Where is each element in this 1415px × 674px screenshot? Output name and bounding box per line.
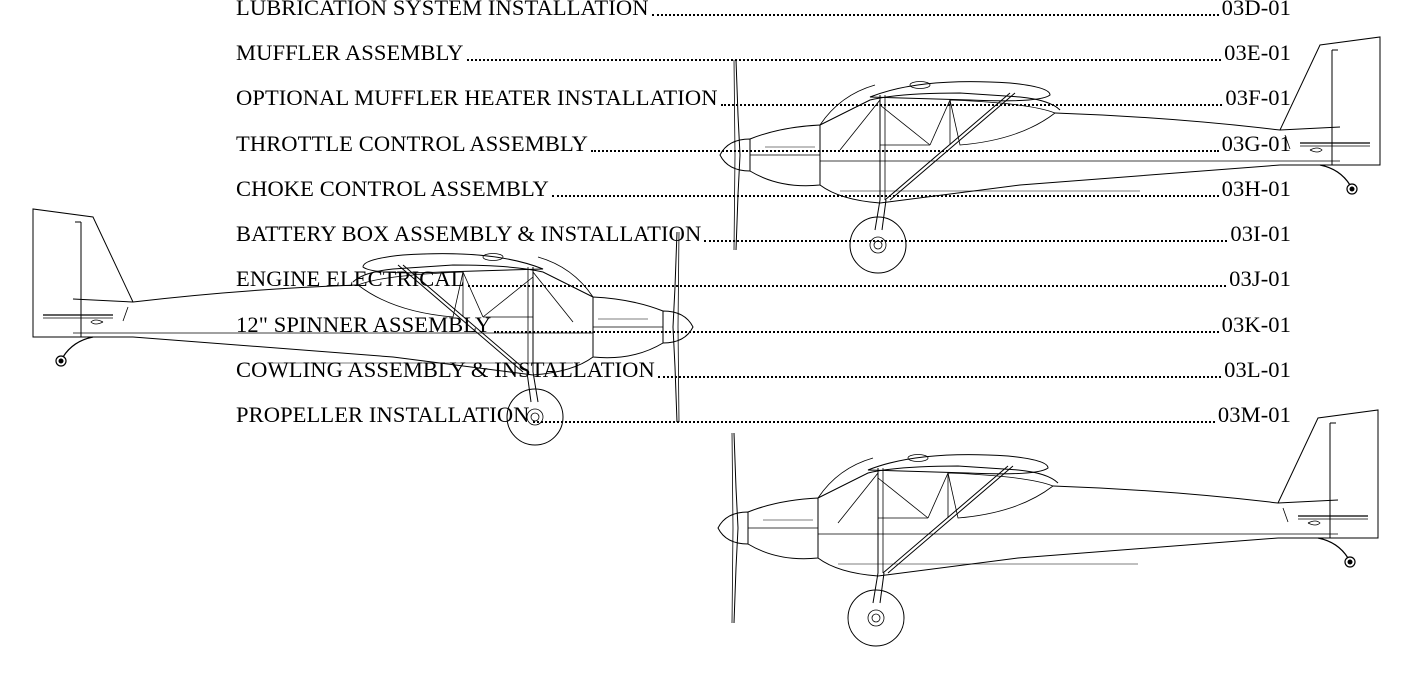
- toc-entry-page: 03D-01: [1221, 0, 1291, 20]
- toc-dot-leader: [494, 330, 1219, 333]
- toc-dot-leader: [532, 421, 1215, 424]
- toc-entry-page: 03M-01: [1217, 402, 1291, 428]
- table-of-contents: LUBRICATION SYSTEM INSTALLATION 03D-01 M…: [236, 0, 1291, 438]
- toc-entry[interactable]: ENGINE ELECTRICAL 03J-01: [236, 257, 1291, 302]
- toc-entry[interactable]: 12" SPINNER ASSEMBLY 03K-01: [236, 302, 1291, 347]
- toc-entry-page: 03E-01: [1224, 39, 1291, 65]
- toc-entry-title: OPTIONAL MUFFLER HEATER INSTALLATION: [236, 85, 718, 111]
- toc-entry-title: CHOKE CONTROL ASSEMBLY: [236, 175, 549, 201]
- toc-entry-title: 12" SPINNER ASSEMBLY: [236, 311, 492, 337]
- toc-dot-leader: [467, 285, 1227, 288]
- toc-entry-page: 03H-01: [1221, 175, 1291, 201]
- toc-dot-leader: [466, 58, 1222, 61]
- toc-entry-page: 03G-01: [1221, 130, 1291, 156]
- toc-dot-leader: [651, 13, 1219, 16]
- toc-entry[interactable]: COWLING ASSEMBLY & INSTALLATION 03L-01: [236, 347, 1291, 392]
- toc-entry-title: PROPELLER INSTALLATION: [236, 402, 530, 428]
- toc-entry-title: THROTTLE CONTROL ASSEMBLY: [236, 130, 588, 156]
- toc-entry-title: LUBRICATION SYSTEM INSTALLATION: [236, 0, 649, 20]
- toc-entry-title: ENGINE ELECTRICAL: [236, 266, 465, 292]
- toc-entry[interactable]: PROPELLER INSTALLATION 03M-01: [236, 393, 1291, 438]
- toc-entry-title: BATTERY BOX ASSEMBLY & INSTALLATION: [236, 221, 702, 247]
- toc-entry[interactable]: LUBRICATION SYSTEM INSTALLATION 03D-01: [236, 0, 1291, 30]
- toc-entry[interactable]: OPTIONAL MUFFLER HEATER INSTALLATION 03F…: [236, 76, 1291, 121]
- toc-dot-leader: [590, 149, 1219, 152]
- toc-entry[interactable]: CHOKE CONTROL ASSEMBLY 03H-01: [236, 166, 1291, 211]
- aircraft-side-view-bottom: [717, 409, 1379, 647]
- toc-entry-page: 03K-01: [1221, 311, 1291, 337]
- toc-entry-page: 03F-01: [1225, 85, 1291, 111]
- toc-entry-page: 03J-01: [1229, 266, 1291, 292]
- toc-entry[interactable]: BATTERY BOX ASSEMBLY & INSTALLATION 03I-…: [236, 211, 1291, 256]
- toc-dot-leader: [657, 376, 1222, 379]
- toc-dot-leader: [720, 104, 1223, 107]
- toc-entry-page: 03I-01: [1230, 221, 1291, 247]
- toc-dot-leader: [551, 194, 1219, 197]
- toc-entry-title: MUFFLER ASSEMBLY: [236, 39, 464, 65]
- toc-entry[interactable]: THROTTLE CONTROL ASSEMBLY 03G-01: [236, 121, 1291, 166]
- toc-entry-title: COWLING ASSEMBLY & INSTALLATION: [236, 357, 655, 383]
- toc-entry-page: 03L-01: [1224, 357, 1291, 383]
- toc-entry[interactable]: MUFFLER ASSEMBLY 03E-01: [236, 30, 1291, 75]
- toc-dot-leader: [704, 240, 1228, 243]
